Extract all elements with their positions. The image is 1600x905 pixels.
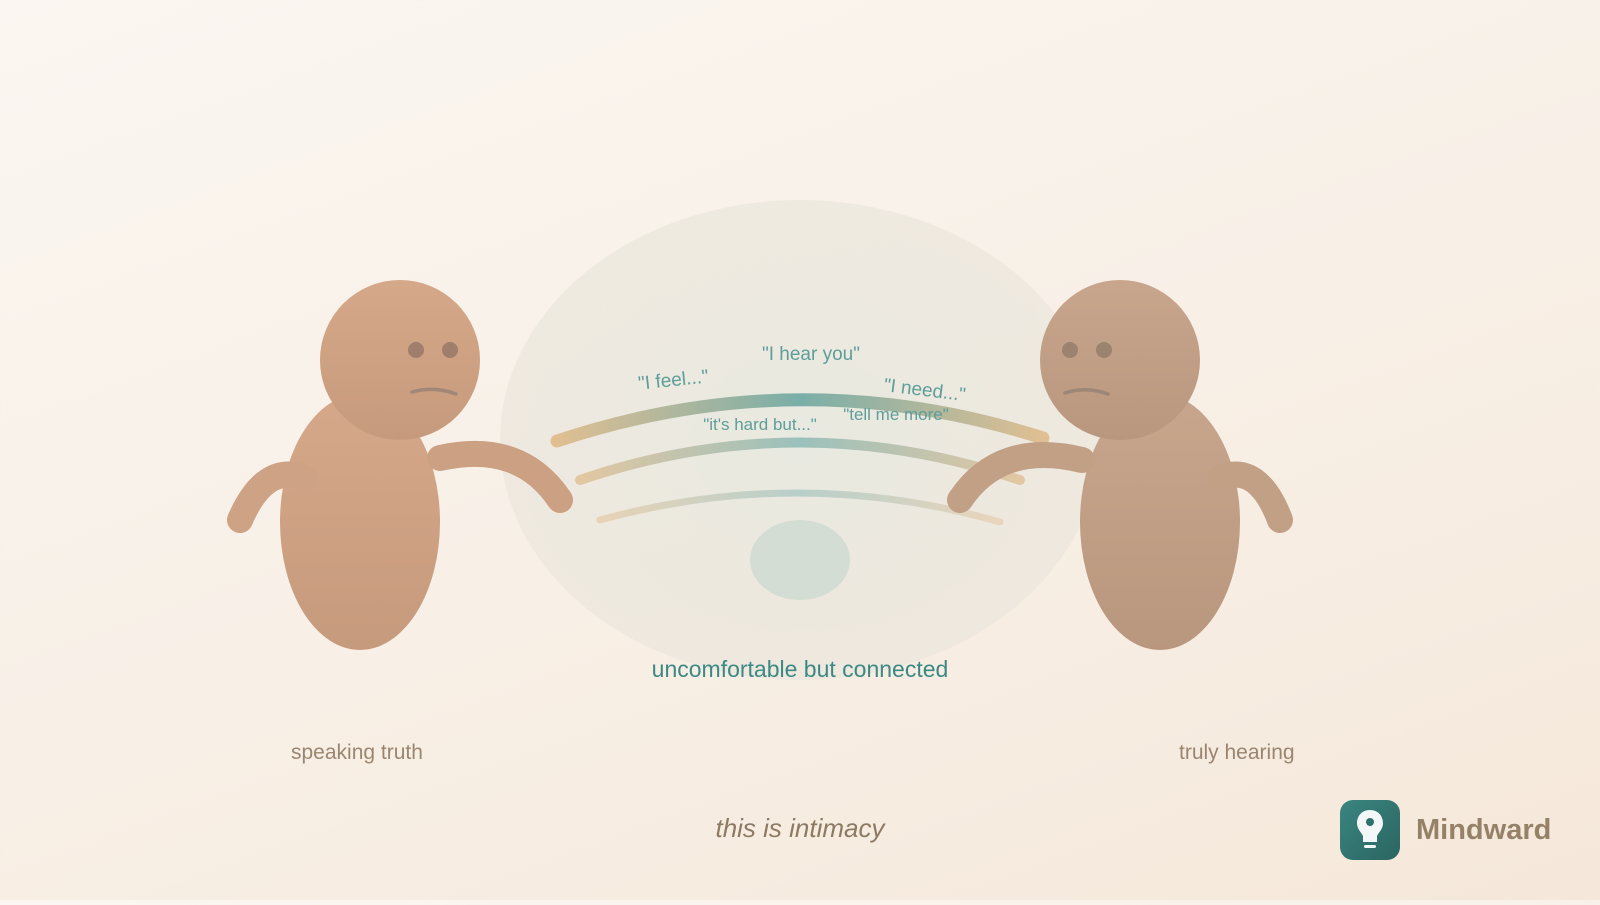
- connection-arc-3: [596, 489, 1004, 526]
- connection-arc-1: [550, 393, 1050, 448]
- center-caption: uncomfortable but connected: [651, 656, 949, 682]
- left-figure: [227, 280, 573, 650]
- brand-logo: Mindward: [1340, 800, 1551, 860]
- phrase-i-hear-you: "I hear you": [762, 344, 860, 365]
- brand-name: Mindward: [1416, 813, 1552, 846]
- right-figure: [947, 280, 1293, 650]
- right-figure-label: truly hearing: [1179, 741, 1295, 764]
- phrase-its-hard-but: "it's hard but...": [703, 415, 817, 434]
- connection-arc-2: [575, 437, 1025, 485]
- connection-core: [750, 520, 850, 600]
- phrase-tell-me-more: "tell me more": [843, 405, 949, 424]
- left-figure-label: speaking truth: [291, 741, 423, 764]
- lightbulb-icon: [1340, 800, 1400, 860]
- tagline: this is intimacy: [715, 813, 885, 843]
